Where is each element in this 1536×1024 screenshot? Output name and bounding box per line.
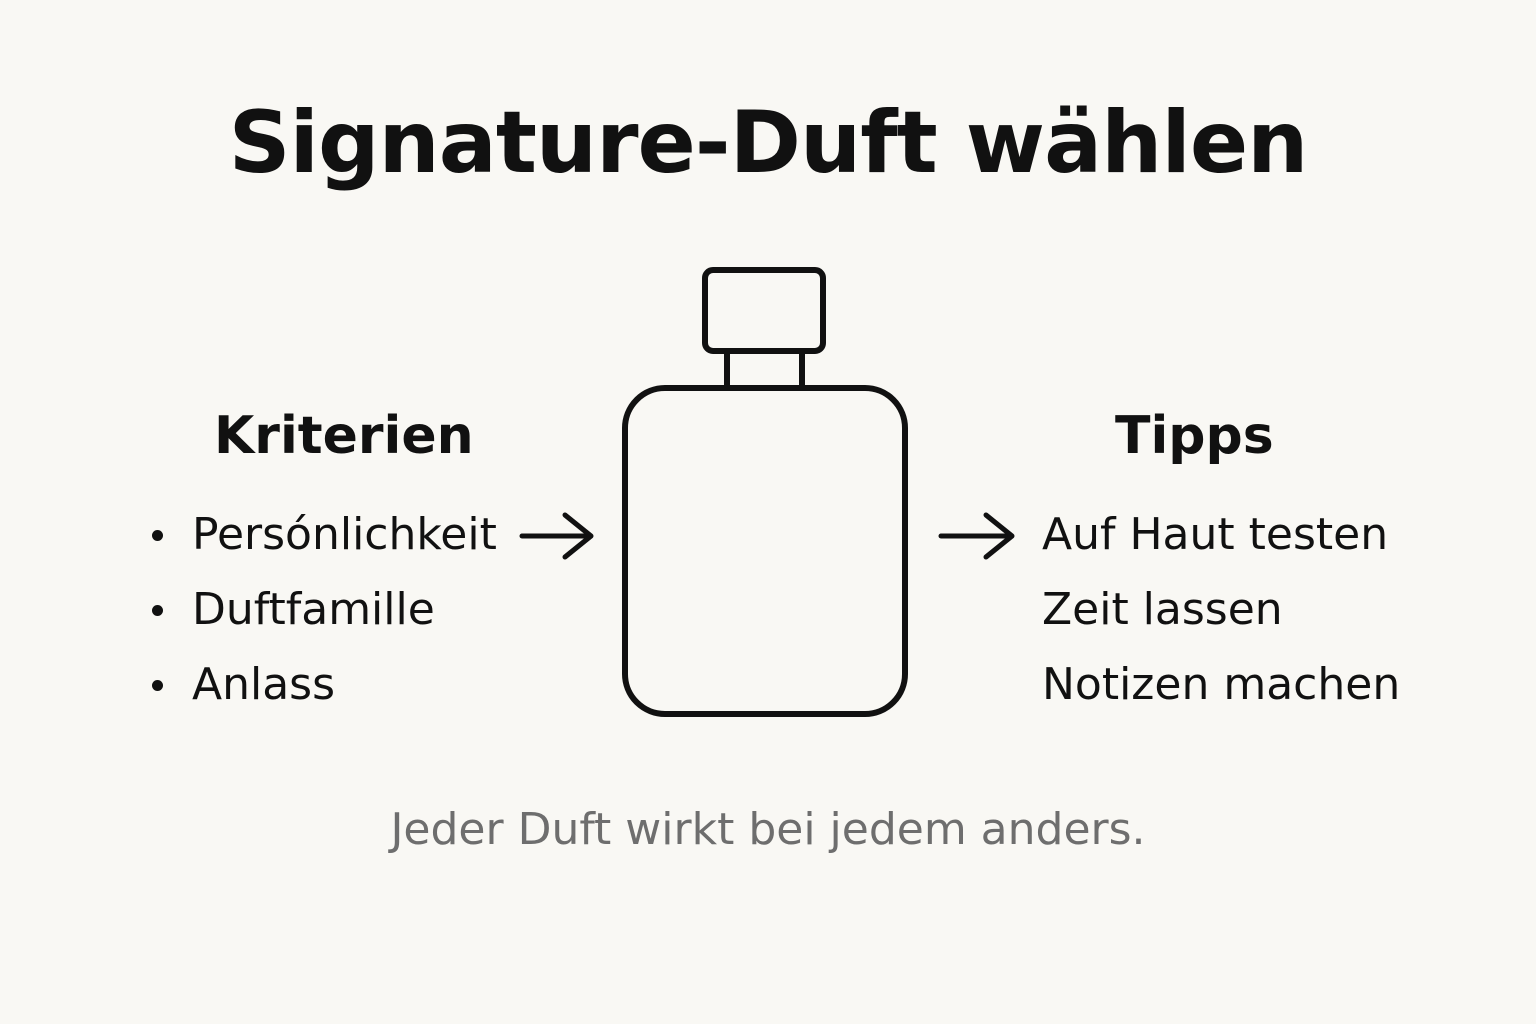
criteria-item: Anlass bbox=[150, 655, 497, 730]
criteria-list: Persónlichkeit Duftfamille Anlass bbox=[150, 505, 497, 730]
arrow-right-icon bbox=[938, 512, 1015, 560]
bullet-icon bbox=[152, 680, 163, 691]
criteria-item: Duftfamille bbox=[150, 580, 497, 655]
criteria-item: Persónlichkeit bbox=[150, 505, 497, 580]
bullet-icon bbox=[152, 530, 163, 541]
tips-item: Notizen machen bbox=[1042, 659, 1401, 710]
perfume-bottle-icon bbox=[622, 267, 908, 717]
criteria-heading: Kriterien bbox=[214, 406, 474, 466]
tips-item: Auf Haut testen bbox=[1042, 509, 1389, 560]
criteria-item-label: Anlass bbox=[192, 659, 336, 710]
page-title: Signature-Duft wählen bbox=[228, 93, 1309, 193]
tips-item: Zeit lassen bbox=[1042, 584, 1283, 635]
criteria-item-label: Duftfamille bbox=[192, 584, 435, 635]
bullet-icon bbox=[152, 605, 163, 616]
criteria-item-label: Persónlichkeit bbox=[192, 509, 497, 560]
tips-heading: Tipps bbox=[1115, 406, 1274, 466]
tips-list: Auf Haut testen Zeit lassen Notizen mach… bbox=[1042, 505, 1400, 730]
footer-note: Jeder Duft wirkt bei jedem anders. bbox=[390, 804, 1146, 855]
arrow-right-icon bbox=[519, 512, 594, 560]
